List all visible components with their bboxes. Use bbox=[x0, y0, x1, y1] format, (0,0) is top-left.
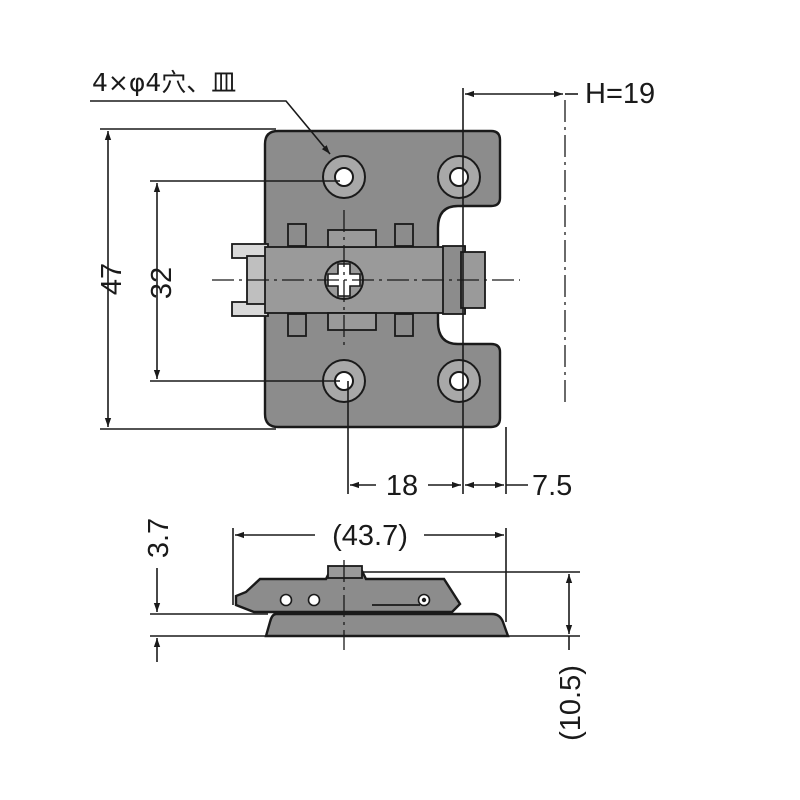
top-view: 4×φ4穴、皿 H=19 47 32 18 7.5 bbox=[90, 68, 655, 502]
center-lines bbox=[212, 100, 566, 406]
base-thickness-label: 3.7 bbox=[143, 518, 175, 558]
hole-pitch-horizontal-label: 18 bbox=[386, 470, 418, 502]
side-body-holes bbox=[279, 593, 431, 607]
retaining-tabs bbox=[287, 223, 414, 337]
hole-pitch-vertical-label: 32 bbox=[146, 267, 178, 299]
overall-length-label: (43.7) bbox=[332, 520, 408, 552]
side-extension-lines bbox=[150, 528, 580, 637]
side-base-plate bbox=[264, 612, 510, 638]
extension-lines bbox=[100, 88, 507, 494]
mounting-height-label: H=19 bbox=[585, 78, 655, 110]
overall-height-label: (10.5) bbox=[555, 665, 587, 741]
hole-bottom-left bbox=[322, 359, 366, 403]
countersunk-holes bbox=[322, 155, 481, 403]
hole-spec-label: 4×φ4穴、皿 bbox=[92, 68, 236, 97]
hole-bottom-right bbox=[437, 359, 481, 403]
hole-top-right bbox=[437, 155, 481, 199]
side-cam-knob bbox=[327, 565, 363, 579]
side-view: (43.7) 3.7 (10.5) bbox=[143, 518, 587, 741]
plate-height-label: 47 bbox=[96, 263, 128, 295]
note-leader bbox=[90, 100, 331, 155]
hole-top-left bbox=[322, 155, 366, 199]
edge-offset-label: 7.5 bbox=[532, 470, 572, 502]
